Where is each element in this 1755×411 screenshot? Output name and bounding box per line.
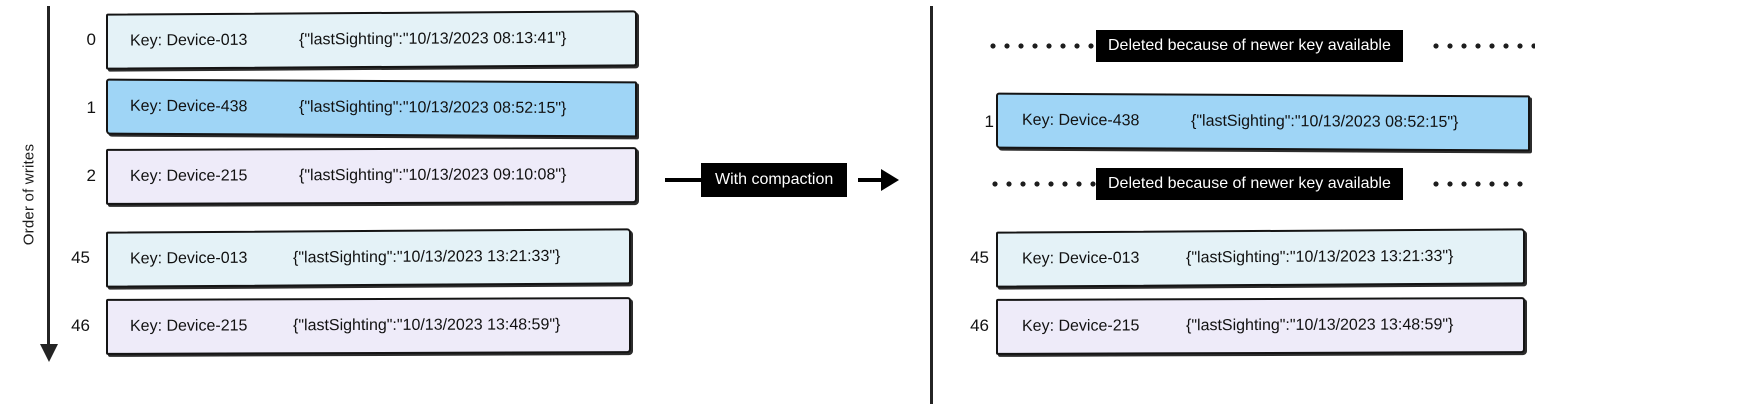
- row-index: 1: [86, 98, 96, 117]
- arrow-stem-left: [665, 178, 703, 182]
- record-card[interactable]: Key: Device-013 {"lastSighting":"10/13/2…: [106, 10, 637, 70]
- record-card[interactable]: Key: Device-215 {"lastSighting":"10/13/2…: [106, 297, 631, 355]
- record-value: {"lastSighting":"10/13/2023 13:48:59"}: [293, 316, 561, 335]
- record-key: Key: Device-215: [130, 167, 248, 185]
- row-index: 46: [970, 316, 989, 335]
- table-row: 45 Key: Device-013 {"lastSighting":"10/1…: [955, 228, 1530, 288]
- axis-label-order-of-writes: Order of writes: [20, 143, 38, 246]
- dotted-line-right: [1433, 43, 1535, 49]
- record-value: {"lastSighting":"10/13/2023 08:52:15"}: [299, 98, 567, 118]
- dotted-line-right: [1433, 181, 1529, 187]
- dotted-line-left: [990, 43, 1100, 49]
- record-card[interactable]: Key: Device-438 {"lastSighting":"10/13/2…: [996, 92, 1530, 152]
- table-row: 0 Key: Device-013 {"lastSighting":"10/13…: [62, 10, 637, 70]
- record-key: Key: Device-438: [1022, 111, 1140, 130]
- record-card[interactable]: Key: Device-215 {"lastSighting":"10/13/2…: [996, 297, 1525, 355]
- table-row: 45 Key: Device-013 {"lastSighting":"10/1…: [56, 228, 637, 288]
- record-card[interactable]: Key: Device-013 {"lastSighting":"10/13/2…: [106, 228, 631, 288]
- row-index: 45: [71, 248, 90, 267]
- table-row: 46 Key: Device-215 {"lastSighting":"10/1…: [955, 297, 1530, 355]
- deleted-banner-label: Deleted because of newer key available: [1096, 30, 1403, 62]
- row-index: 45: [970, 248, 989, 267]
- deleted-banner: Deleted because of newer key available: [990, 30, 1535, 62]
- record-key: Key: Device-215: [1022, 317, 1140, 335]
- record-key: Key: Device-013: [1022, 249, 1140, 268]
- record-value: {"lastSighting":"10/13/2023 08:13:41"}: [299, 29, 567, 49]
- record-value: {"lastSighting":"10/13/2023 13:48:59"}: [1186, 316, 1454, 335]
- record-key: Key: Device-013: [130, 249, 248, 268]
- row-index: 1: [984, 112, 994, 131]
- right-panel-divider: [930, 6, 933, 404]
- table-row: 46 Key: Device-215 {"lastSighting":"10/1…: [56, 297, 637, 355]
- record-value: {"lastSighting":"10/13/2023 08:52:15"}: [1191, 112, 1459, 132]
- left-panel-divider: [47, 6, 50, 352]
- row-index: 46: [71, 316, 90, 335]
- record-key: Key: Device-438: [130, 97, 248, 116]
- record-key: Key: Device-013: [130, 31, 248, 50]
- table-row: 1 Key: Device-438 {"lastSighting":"10/13…: [62, 78, 637, 138]
- table-row: 2 Key: Device-215 {"lastSighting":"10/13…: [62, 147, 637, 205]
- row-index: 2: [86, 166, 96, 185]
- record-key: Key: Device-215: [130, 317, 248, 335]
- down-arrow-icon: [40, 344, 58, 362]
- deleted-banner-label: Deleted because of newer key available: [1096, 168, 1403, 200]
- row-index: 0: [86, 30, 96, 49]
- record-card[interactable]: Key: Device-013 {"lastSighting":"10/13/2…: [996, 228, 1525, 288]
- record-value: {"lastSighting":"10/13/2023 13:21:33"}: [1186, 247, 1454, 267]
- right-arrow-icon: [881, 169, 899, 191]
- deleted-banner: Deleted because of newer key available: [992, 168, 1537, 200]
- record-value: {"lastSighting":"10/13/2023 13:21:33"}: [293, 247, 561, 267]
- arrow-stem-right: [858, 178, 884, 182]
- with-compaction-label: With compaction: [701, 163, 848, 197]
- record-card[interactable]: Key: Device-438 {"lastSighting":"10/13/2…: [106, 78, 637, 138]
- record-value: {"lastSighting":"10/13/2023 09:10:08"}: [299, 166, 567, 185]
- table-row: 1 Key: Device-438 {"lastSighting":"10/13…: [960, 92, 1530, 152]
- dotted-line-left: [992, 181, 1102, 187]
- record-card[interactable]: Key: Device-215 {"lastSighting":"10/13/2…: [106, 147, 637, 205]
